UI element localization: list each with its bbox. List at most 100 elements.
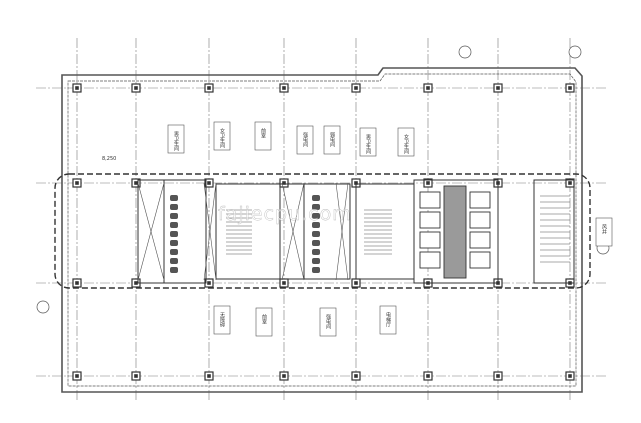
room-tag-box bbox=[319, 307, 337, 337]
column-core bbox=[134, 374, 138, 378]
drawing-annotations: 8,250 fajiecpu.com bbox=[102, 156, 351, 225]
room-tag-box bbox=[213, 121, 231, 151]
room-tag: 风井 bbox=[595, 217, 613, 247]
column-core bbox=[207, 181, 211, 185]
room-tag: 前室 bbox=[254, 121, 272, 151]
outer-building-wall bbox=[54, 67, 591, 393]
column-core bbox=[496, 86, 500, 90]
shaft-cross bbox=[203, 182, 217, 281]
core-room bbox=[163, 179, 207, 284]
toilet-fixture bbox=[312, 213, 320, 219]
inner-wall-line bbox=[67, 73, 577, 387]
room-tag-text: 电梯厅 bbox=[385, 311, 391, 327]
room-tag-text: 女卫生间 bbox=[403, 133, 409, 155]
toilet-fixture bbox=[170, 267, 178, 273]
axis-bubble bbox=[458, 45, 472, 59]
room-tag-text: 前室 bbox=[261, 313, 267, 324]
elevator-car bbox=[469, 211, 491, 229]
column-core bbox=[134, 281, 138, 285]
column-core bbox=[75, 86, 79, 90]
room-tag-text: 强电间 bbox=[325, 314, 331, 330]
column-core bbox=[568, 86, 572, 90]
toilet-fixture bbox=[312, 195, 320, 201]
room-tag-box bbox=[254, 121, 272, 151]
toilet-fixture bbox=[312, 204, 320, 210]
room-tag-box bbox=[296, 125, 314, 155]
column-core bbox=[75, 281, 79, 285]
room-tag: 弱电间 bbox=[323, 125, 341, 155]
column-core bbox=[207, 374, 211, 378]
room-tag-box bbox=[167, 124, 185, 154]
elevator-car bbox=[419, 191, 441, 209]
core-room bbox=[413, 179, 499, 284]
toilet-fixture bbox=[312, 258, 320, 264]
room-tag-box bbox=[255, 307, 273, 337]
elevator-car bbox=[419, 251, 441, 269]
core-room bbox=[355, 183, 415, 280]
column-core bbox=[354, 374, 358, 378]
column-core bbox=[282, 281, 286, 285]
toilet-fixture bbox=[312, 267, 320, 273]
room-tag: 强电间 bbox=[319, 307, 337, 337]
toilet-fixture bbox=[170, 258, 178, 264]
core-boundary bbox=[54, 173, 591, 289]
column-core bbox=[426, 181, 430, 185]
column-core bbox=[496, 374, 500, 378]
room-tag-text: 无障碍 bbox=[219, 312, 225, 328]
column-core bbox=[282, 374, 286, 378]
elevator-car bbox=[469, 251, 491, 269]
column-core bbox=[207, 86, 211, 90]
column-core bbox=[568, 374, 572, 378]
toilet-fixture bbox=[312, 222, 320, 228]
toilet-fixture bbox=[170, 213, 178, 219]
core-room bbox=[533, 179, 575, 284]
toilet-fixture bbox=[170, 231, 178, 237]
column-core bbox=[426, 374, 430, 378]
lift-lobby bbox=[443, 185, 467, 279]
room-tag-box bbox=[359, 127, 377, 157]
room-tags: 男卫生间女卫生间前室强电间弱电间男卫生间女卫生间无障碍前室强电间电梯厅风井 bbox=[167, 121, 613, 337]
room-tag-text: 风井 bbox=[601, 224, 607, 235]
toilet-fixture bbox=[170, 222, 178, 228]
room-tag-text: 男卫生间 bbox=[173, 131, 179, 152]
elevator-car bbox=[419, 211, 441, 229]
toilet-fixture bbox=[170, 249, 178, 255]
room-tag-box bbox=[397, 127, 415, 157]
toilet-fixture bbox=[312, 249, 320, 255]
room-tag-box bbox=[595, 217, 613, 247]
column-core bbox=[568, 181, 572, 185]
toilet-fixture bbox=[312, 240, 320, 246]
column-core bbox=[282, 86, 286, 90]
dimension-text: 8,250 bbox=[102, 156, 116, 162]
room-tag: 男卫生间 bbox=[359, 127, 377, 157]
column-core bbox=[354, 86, 358, 90]
column-core bbox=[354, 181, 358, 185]
column-core bbox=[134, 181, 138, 185]
room-tag: 女卫生间 bbox=[213, 121, 231, 151]
room-tag-box bbox=[379, 305, 397, 335]
shaft-cross bbox=[137, 182, 165, 281]
toilet-fixture bbox=[170, 195, 178, 201]
room-tag-box bbox=[323, 125, 341, 155]
room-tag: 电梯厅 bbox=[379, 305, 397, 335]
axis-bubble bbox=[36, 300, 50, 314]
room-tag-box bbox=[213, 305, 231, 335]
elevator-car bbox=[469, 231, 491, 249]
room-tag-text: 男卫生间 bbox=[365, 134, 371, 155]
toilet-fixture bbox=[312, 231, 320, 237]
room-tag: 强电间 bbox=[296, 125, 314, 155]
room-tag: 女卫生间 bbox=[397, 127, 415, 157]
column-core bbox=[426, 86, 430, 90]
core-room bbox=[215, 183, 281, 280]
toilet-fixture bbox=[170, 204, 178, 210]
column-core bbox=[354, 281, 358, 285]
column-core bbox=[282, 181, 286, 185]
elevator-car bbox=[419, 231, 441, 249]
column-core bbox=[134, 86, 138, 90]
column-core bbox=[75, 181, 79, 185]
elevator-car bbox=[469, 191, 491, 209]
room-tag-text: 强电间 bbox=[302, 132, 308, 148]
axis-bubble bbox=[568, 45, 582, 59]
core-zone bbox=[137, 179, 575, 284]
